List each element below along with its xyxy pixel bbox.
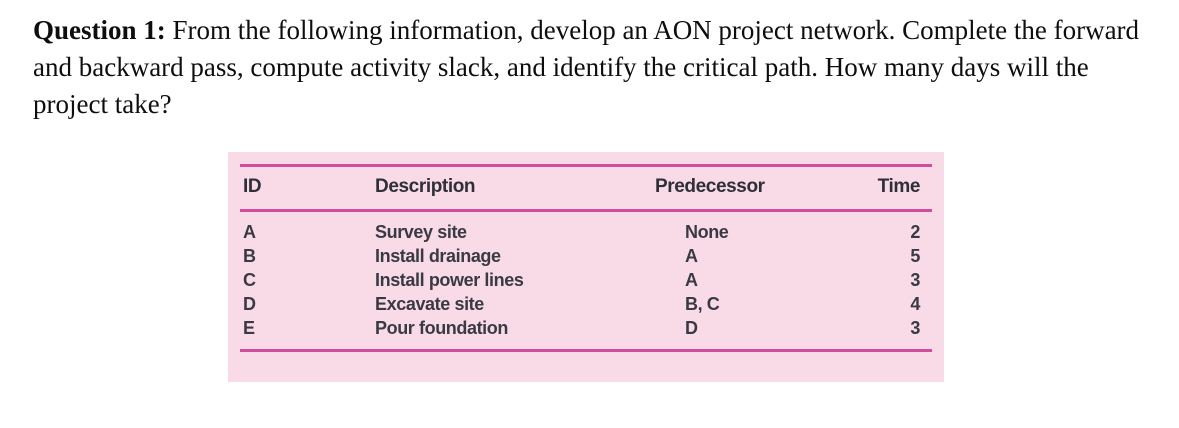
activity-table: ID Description Predecessor Time A Survey… (240, 164, 932, 352)
activity-table-panel: ID Description Predecessor Time A Survey… (228, 152, 944, 382)
cell-id: D (243, 294, 256, 314)
table-row-a: A Survey site None 2 (240, 211, 932, 245)
cell-id: C (243, 270, 256, 290)
header-description: Description (375, 165, 655, 212)
cell-description: Excavate site (375, 294, 484, 314)
cell-time: 5 (910, 246, 920, 266)
cell-predecessor: A (685, 270, 698, 290)
table-row-e: E Pour foundation D 3 (240, 317, 932, 351)
question-text: Question 1: From the following informati… (33, 12, 1155, 123)
question-label: Question 1: (33, 15, 166, 45)
activity-table-body: A Survey site None 2 B Install drainage … (240, 211, 932, 351)
cell-id: E (243, 318, 255, 338)
cell-id: A (243, 222, 256, 242)
table-row-b: B Install drainage A 5 (240, 245, 932, 269)
header-id: ID (240, 165, 375, 212)
cell-description: Pour foundation (375, 318, 508, 338)
cell-predecessor: D (685, 318, 698, 338)
header-time: Time (862, 165, 932, 212)
cell-predecessor: A (685, 246, 698, 266)
cell-description: Install drainage (375, 246, 501, 266)
cell-description: Install power lines (375, 270, 524, 290)
activity-table-header: ID Description Predecessor Time (240, 165, 932, 212)
header-predecessor: Predecessor (655, 165, 862, 212)
cell-id: B (243, 246, 256, 266)
header-row: ID Description Predecessor Time (240, 165, 932, 212)
table-row-c: C Install power lines A 3 (240, 269, 932, 293)
table-row-d: D Excavate site B, C 4 (240, 293, 932, 317)
cell-time: 2 (910, 222, 920, 242)
cell-time: 3 (910, 318, 920, 338)
cell-time: 4 (910, 294, 920, 314)
cell-time: 3 (910, 270, 920, 290)
question-body: From the following information, develop … (33, 15, 1140, 119)
cell-description: Survey site (375, 222, 467, 242)
cell-predecessor: None (685, 222, 729, 242)
cell-predecessor: B, C (685, 294, 720, 314)
